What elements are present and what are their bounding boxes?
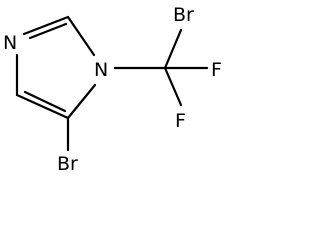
bond-c4-c5-double — [23, 90, 67, 113]
bond-c5-n1 — [66, 83, 97, 120]
bond-c2-n3-double — [28, 22, 68, 40]
atom-label-br-ring: Br — [57, 153, 78, 175]
atom-label-br-methyl: Br — [173, 4, 194, 26]
chemical-structure-diagram: N N Br F F Br — [3, 4, 222, 175]
bond-c4-c5 — [15, 93, 70, 120]
bond-c-f-lower — [163, 66, 183, 107]
atom-label-f-right: F — [211, 59, 222, 81]
atom-label-n-imine: N — [3, 32, 17, 54]
atom-label-f-lower: F — [175, 110, 186, 132]
atom-label-n-substituted: N — [94, 59, 108, 81]
bond-c2-n3 — [22, 15, 70, 36]
bond-c-br-top — [163, 28, 183, 70]
bond-n1-c2 — [66, 15, 96, 57]
